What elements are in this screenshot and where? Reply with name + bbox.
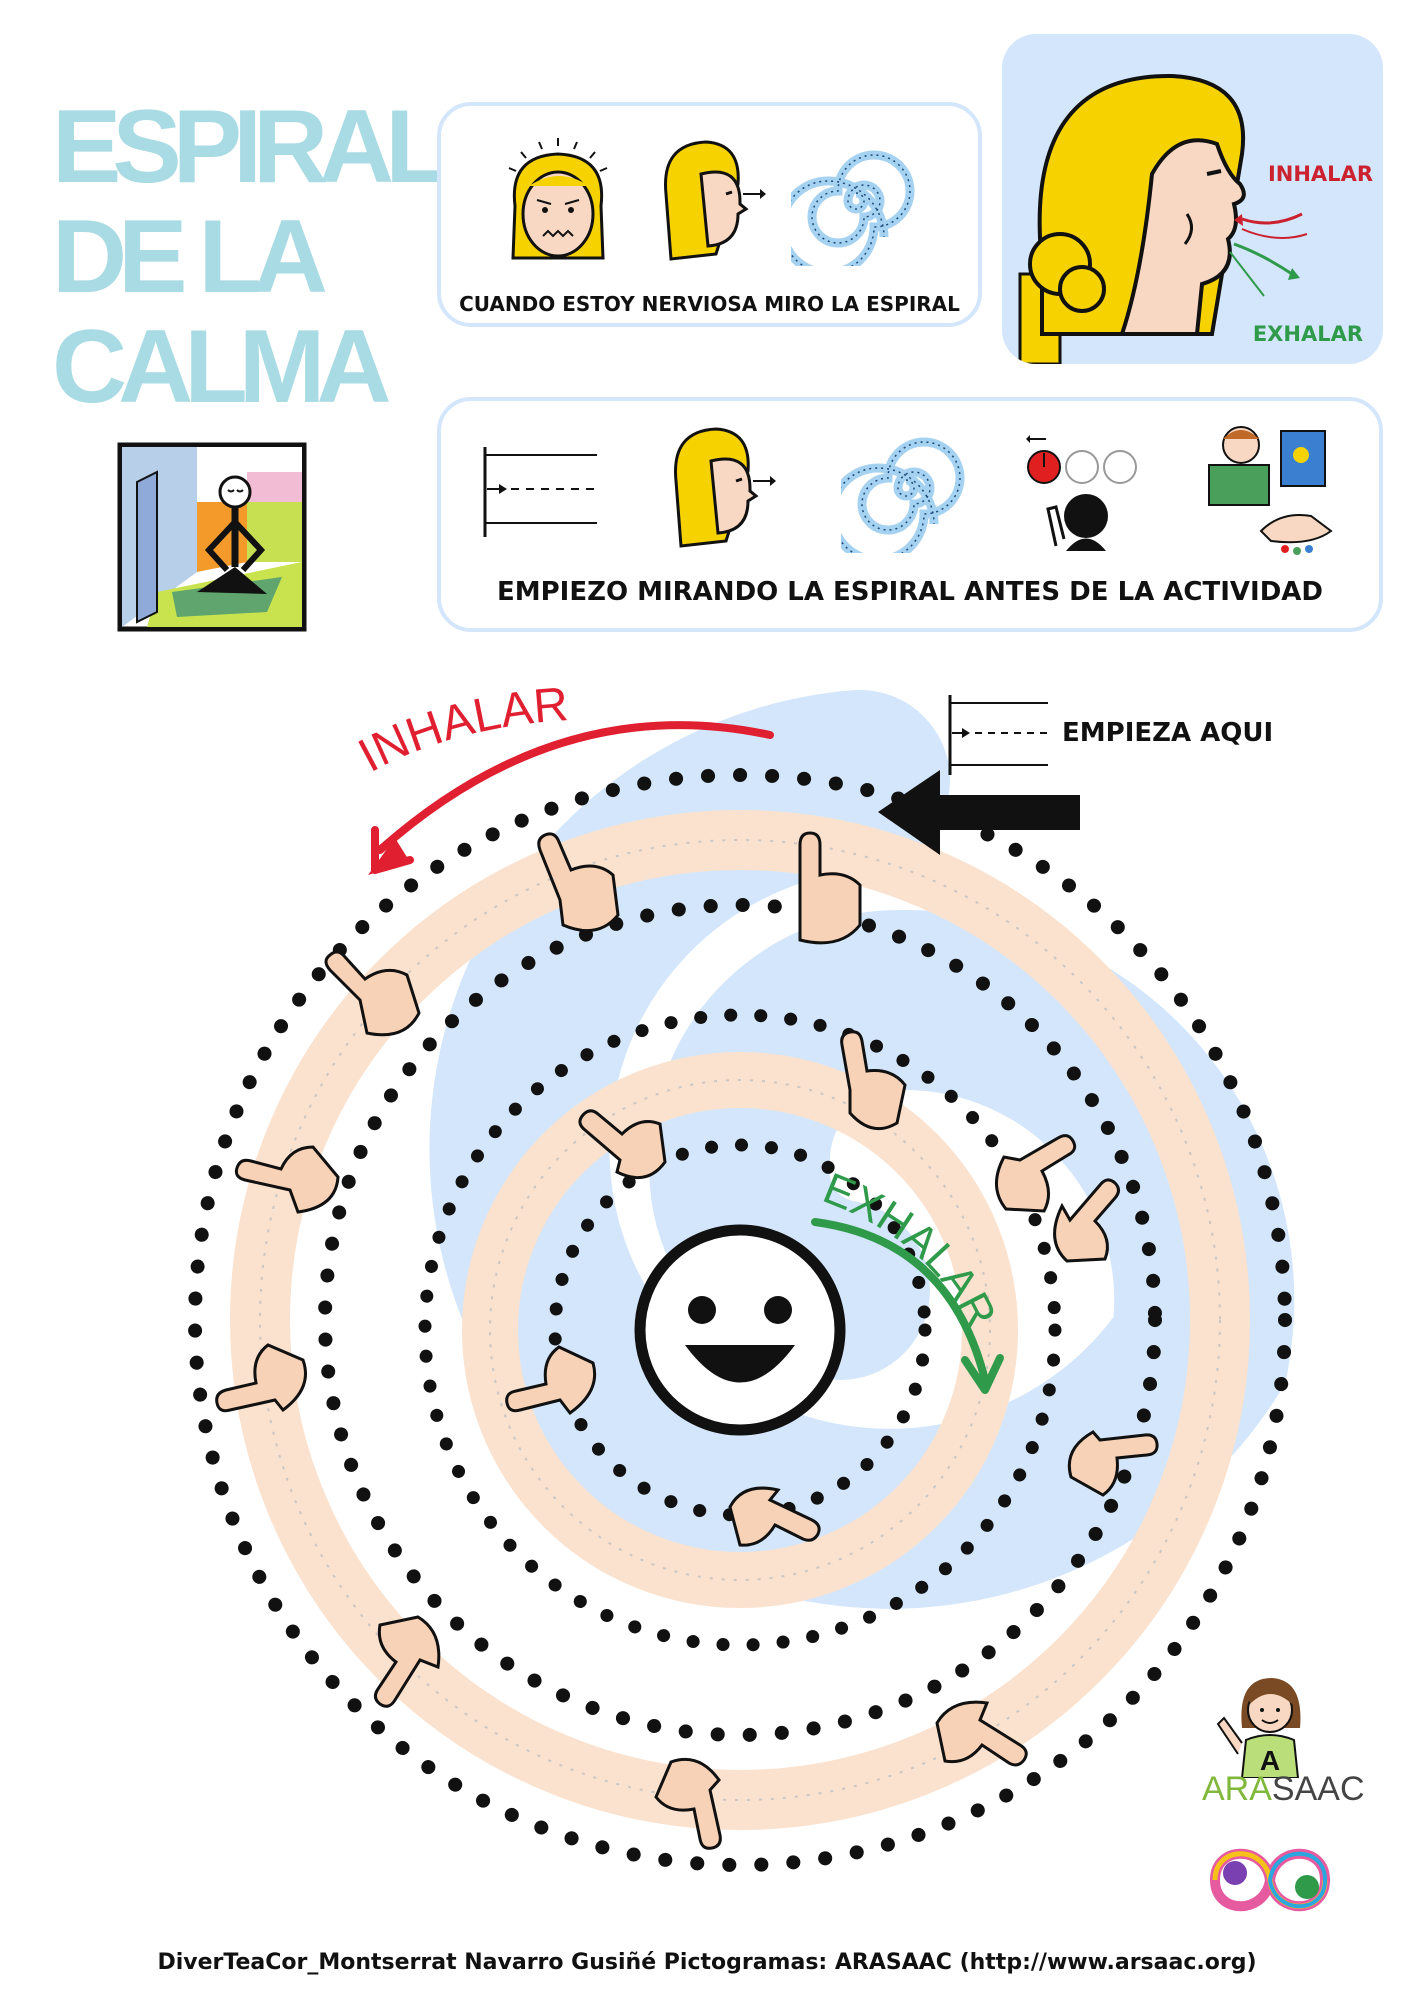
- credit-footer: DiverTeaCor_Montserrat Navarro Gusiñé Pi…: [157, 1950, 1257, 1975]
- meditation-pictogram: [117, 442, 307, 632]
- nervous-card: CUANDO ESTOY NERVIOSA MIRO LA ESPIRAL: [437, 102, 982, 327]
- calm-spiral: INHALAR EXHALAR: [188, 678, 1295, 1872]
- exhale-label: EXHALAR: [1252, 322, 1363, 346]
- spiral-icon: [791, 150, 915, 266]
- spiral-icon: [841, 437, 965, 553]
- start-card: EMPIEZO MIRANDO LA ESPIRAL ANTES DE LA A…: [437, 397, 1383, 632]
- looking-girl-icon: [674, 427, 776, 548]
- start-line-icon: [483, 447, 597, 537]
- activity-icon: [1208, 426, 1333, 555]
- title-line: DE LA: [52, 199, 328, 315]
- arasaac-logo-part: ARA: [1202, 1770, 1272, 1808]
- diverteacor-logo-icon: [1209, 1848, 1331, 1912]
- spiral-inhale-label: INHALAR: [350, 678, 570, 783]
- title-line: ESPIRAL: [52, 89, 449, 205]
- breathing-girl-icon: [1018, 73, 1308, 364]
- logo-letter: A: [1260, 1745, 1280, 1776]
- timer-icon: [1026, 435, 1137, 551]
- start-here-label: EMPIEZA AQUI: [1062, 718, 1274, 748]
- nervous-caption: CUANDO ESTOY NERVIOSA MIRO LA ESPIRAL: [459, 292, 960, 316]
- arasaac-logo-part: SAAC: [1271, 1770, 1365, 1808]
- looking-girl-icon: [664, 140, 766, 261]
- inhale-label: INHALAR: [1267, 162, 1373, 186]
- arasaac-logo: ARASAAC: [1202, 1770, 1365, 1809]
- title-line: CALMA: [52, 309, 391, 425]
- nervous-face-icon: [508, 138, 608, 260]
- breathing-panel: INHALAR EXHALAR: [1002, 34, 1383, 364]
- arasaac-character-icon: A: [1216, 1678, 1301, 1778]
- start-caption: EMPIEZO MIRANDO LA ESPIRAL ANTES DE LA A…: [496, 577, 1324, 607]
- page-title: ESPIRAL DE LA CALMA: [52, 89, 449, 425]
